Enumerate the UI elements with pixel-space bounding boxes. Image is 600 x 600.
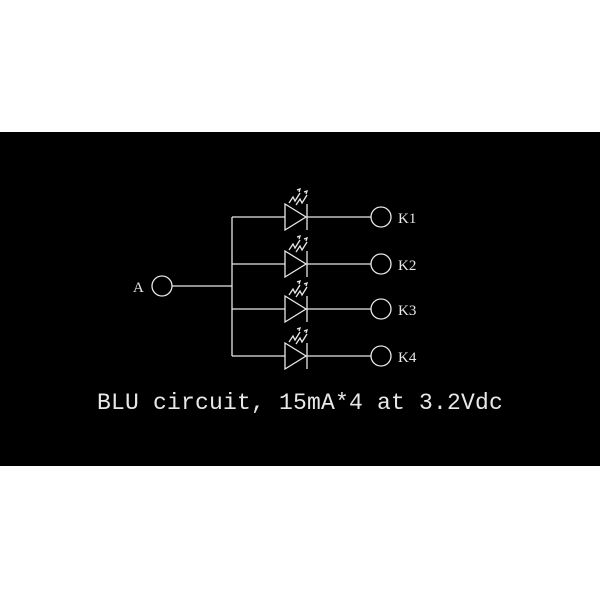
cathode-label: K3 <box>398 303 416 319</box>
arrowhead-icon <box>303 236 309 242</box>
light-arrow-icon <box>295 286 308 298</box>
light-arrow-icon <box>295 194 308 206</box>
arrowhead-icon <box>303 189 309 195</box>
anode-terminal <box>151 275 173 297</box>
arrowhead-icon <box>296 187 302 193</box>
arrowhead-icon <box>296 234 302 240</box>
led-branch <box>232 187 392 232</box>
cathode-label: K1 <box>398 211 416 227</box>
cathode-label: K2 <box>398 258 416 274</box>
arrowhead-icon <box>296 279 302 285</box>
arrowhead-icon <box>296 326 302 332</box>
anode-label: A <box>133 280 144 296</box>
led-icon <box>284 341 308 371</box>
light-arrow-icon <box>295 241 308 253</box>
led-branch <box>232 326 392 371</box>
cathode-terminal <box>370 253 392 275</box>
light-arrow-icon <box>288 331 301 343</box>
diagram-caption: BLU circuit, 15mA*4 at 3.2Vdc <box>96 390 504 416</box>
arrowhead-icon <box>303 281 309 287</box>
cathode-terminal <box>370 206 392 228</box>
arrowhead-icon <box>303 328 309 334</box>
diagram-background <box>0 132 600 466</box>
light-arrow-icon <box>288 239 301 251</box>
led-icon <box>284 249 308 279</box>
cathode-terminal <box>370 345 392 367</box>
led-icon <box>284 294 308 324</box>
light-arrow-icon <box>295 333 308 345</box>
led-branch <box>232 279 392 324</box>
light-arrow-icon <box>288 192 301 204</box>
cathode-terminal <box>370 298 392 320</box>
led-icon <box>284 202 308 232</box>
cathode-label: K4 <box>398 350 417 366</box>
led-branch <box>232 234 392 279</box>
light-arrow-icon <box>288 284 301 296</box>
